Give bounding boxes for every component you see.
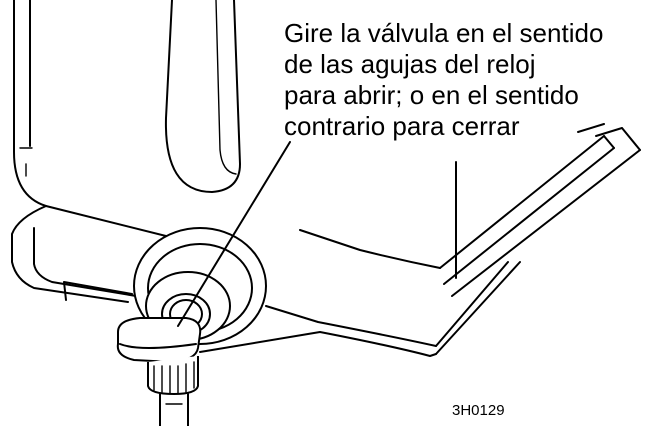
- base-flange-inner: [33, 227, 137, 297]
- tank-left-wall-detail: [19, 147, 33, 177]
- callout-line: para abrir; o en el sentido: [284, 80, 579, 110]
- callout-line: contrario para cerrar: [284, 111, 520, 141]
- callout-leader-line: [177, 141, 291, 327]
- callout-line: de las agujas del reloj: [284, 49, 536, 79]
- tank-left-wall: [13, 0, 47, 207]
- tank-right-side-outer: [435, 135, 605, 355]
- base-flange-bottom: [199, 331, 437, 357]
- valve-nut: [147, 356, 199, 395]
- drain-tube: [159, 393, 189, 426]
- valve-knob-edge: [119, 343, 197, 349]
- valve-knob: [116, 317, 202, 363]
- valve-nut-knurl: [153, 361, 195, 394]
- callout-line: Gire la válvula en el sentido: [284, 18, 604, 48]
- base-flange-rim: [63, 281, 133, 301]
- instruction-callout: Gire la válvula en el sentido de las agu…: [284, 18, 646, 142]
- tank-right-side-break: [577, 123, 641, 151]
- tank-right-side-inner: [443, 147, 641, 297]
- tank-handle-outer: [164, 0, 241, 193]
- base-flange-left: [11, 205, 129, 303]
- figure-code: 3H0129: [452, 402, 505, 419]
- base-flange-right-edge: [265, 305, 437, 347]
- tank-handle-inner: [215, 0, 237, 175]
